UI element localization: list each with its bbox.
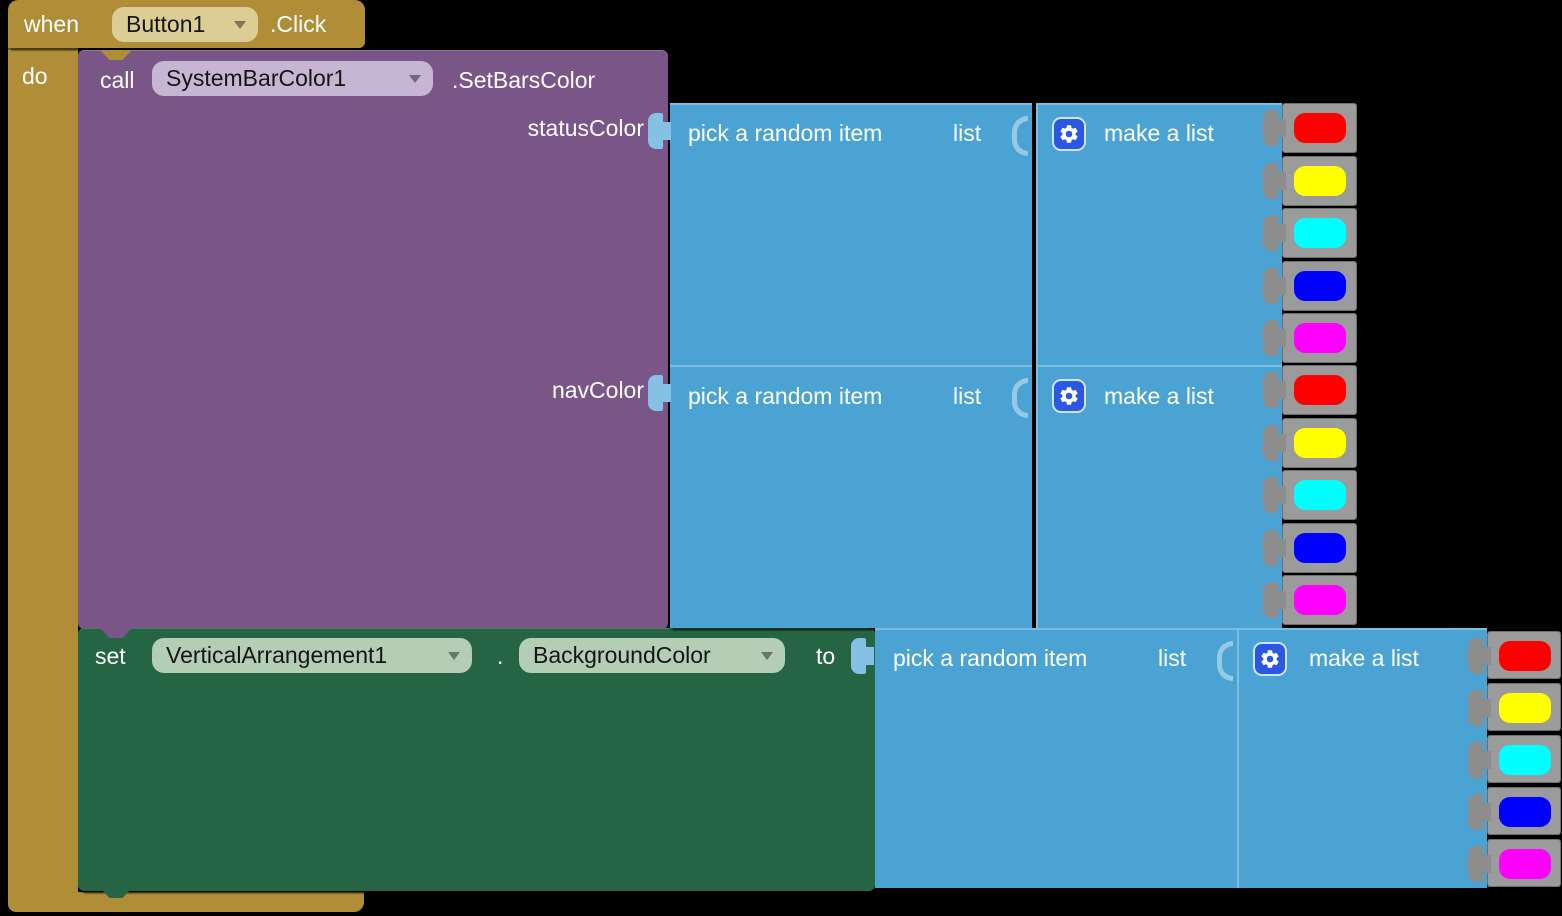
- list-socket-label: list: [953, 120, 982, 146]
- gear-icon[interactable]: [1052, 117, 1086, 151]
- color-block[interactable]: [1263, 365, 1357, 415]
- pick-label: pick a random item: [893, 645, 1088, 671]
- component-dropdown-systembarcolor1[interactable]: SystemBarColor1: [152, 61, 433, 96]
- component-dropdown-button1[interactable]: Button1: [112, 7, 258, 42]
- make-list-label: make a list: [1309, 645, 1419, 671]
- puzzle-tab: [1468, 690, 1491, 726]
- param-label-statuscolor: statusColor: [527, 115, 644, 141]
- dropdown-value: Button1: [126, 11, 206, 37]
- puzzle-tab: [851, 638, 874, 674]
- color-block[interactable]: [1263, 522, 1357, 573]
- do-label: do: [22, 63, 48, 89]
- pick-random-item-block[interactable]: pick a random item list: [670, 365, 1032, 628]
- puzzle-tab: [1263, 320, 1286, 356]
- color-swatch: [1499, 745, 1551, 775]
- component-dropdown-verticalarrangement1[interactable]: VerticalArrangement1: [152, 638, 472, 673]
- when-button-click-block[interactable]: when Button1 .Click: [8, 0, 365, 48]
- puzzle-tab: [1468, 794, 1491, 830]
- color-block[interactable]: [1263, 155, 1357, 206]
- chevron-down-icon: [761, 651, 773, 660]
- color-block[interactable]: [1468, 683, 1561, 731]
- make-a-list-block[interactable]: make a list: [1036, 365, 1282, 628]
- gear-icon[interactable]: [1253, 642, 1287, 676]
- pick-label: pick a random item: [688, 120, 883, 146]
- color-swatch: [1294, 113, 1346, 143]
- puzzle-tab: [1263, 267, 1286, 304]
- dot-separator: .: [497, 643, 504, 669]
- puzzle-tab: [1468, 742, 1491, 778]
- color-swatch: [1499, 849, 1551, 879]
- set-backgroundcolor-block[interactable]: set VerticalArrangement1 . BackgroundCol…: [78, 628, 875, 891]
- puzzle-tab: [648, 113, 671, 149]
- dropdown-value: SystemBarColor1: [166, 65, 347, 91]
- puzzle-tab: [1263, 372, 1286, 408]
- make-list-label: make a list: [1104, 120, 1214, 146]
- color-block[interactable]: [1263, 208, 1357, 258]
- puzzle-tab: [1263, 215, 1286, 251]
- color-swatch: [1294, 480, 1346, 510]
- puzzle-tab: [1468, 846, 1491, 882]
- property-dropdown-backgroundcolor[interactable]: BackgroundColor: [519, 638, 785, 673]
- chevron-down-icon: [234, 20, 246, 29]
- color-swatch: [1294, 585, 1346, 615]
- puzzle-tab: [1263, 162, 1286, 199]
- color-block[interactable]: [1263, 313, 1357, 363]
- chevron-down-icon: [448, 651, 460, 660]
- dropdown-value: BackgroundColor: [533, 642, 711, 668]
- color-block[interactable]: [1263, 417, 1357, 468]
- make-a-list-block[interactable]: make a list: [1036, 103, 1282, 365]
- puzzle-tab: [1263, 424, 1286, 461]
- color-swatch: [1294, 532, 1346, 563]
- color-swatch: [1294, 427, 1346, 458]
- color-swatch: [1294, 270, 1346, 301]
- color-block[interactable]: [1263, 103, 1357, 153]
- puzzle-tab: [648, 375, 671, 411]
- when-block-footer[interactable]: [8, 892, 364, 912]
- puzzle-tab: [1263, 110, 1286, 146]
- gear-icon[interactable]: [1052, 379, 1086, 413]
- when-keyword: when: [24, 11, 79, 37]
- color-swatch: [1499, 641, 1551, 671]
- color-block[interactable]: [1468, 735, 1561, 783]
- set-keyword: set: [95, 643, 126, 669]
- color-block[interactable]: [1263, 470, 1357, 520]
- color-swatch: [1499, 693, 1551, 723]
- list-socket-label: list: [1158, 645, 1187, 671]
- connector-notch: [100, 50, 132, 60]
- puzzle-tab: [1468, 638, 1491, 674]
- color-swatch: [1294, 323, 1346, 353]
- when-block-do-section[interactable]: do: [8, 48, 78, 892]
- color-block[interactable]: [1263, 260, 1357, 311]
- empty-socket: [1012, 116, 1028, 156]
- puzzle-tab: [1263, 477, 1286, 513]
- list-socket-label: list: [953, 383, 982, 409]
- empty-socket: [1217, 641, 1233, 681]
- empty-socket: [1012, 378, 1028, 418]
- call-setbarscolor-block[interactable]: call SystemBarColor1 .SetBarsColor statu…: [78, 50, 668, 629]
- pick-label: pick a random item: [688, 383, 883, 409]
- color-block[interactable]: [1468, 631, 1561, 679]
- make-list-label: make a list: [1104, 383, 1214, 409]
- chevron-down-icon: [409, 74, 421, 83]
- param-label-navcolor: navColor: [551, 377, 644, 403]
- color-swatch: [1294, 165, 1346, 196]
- color-swatch: [1294, 218, 1346, 248]
- color-block[interactable]: [1468, 787, 1561, 835]
- color-block[interactable]: [1263, 575, 1357, 625]
- color-swatch: [1294, 375, 1346, 405]
- make-a-list-block[interactable]: make a list: [1237, 628, 1487, 888]
- connector-notch: [100, 628, 132, 638]
- call-keyword: call: [100, 67, 135, 93]
- puzzle-tab: [1263, 582, 1286, 618]
- pick-random-item-block[interactable]: pick a random item list: [670, 103, 1032, 365]
- connector-notch: [100, 888, 132, 898]
- pick-random-item-block[interactable]: pick a random item list: [875, 628, 1237, 888]
- to-label: to: [816, 643, 836, 669]
- dropdown-value: VerticalArrangement1: [166, 642, 388, 668]
- color-block[interactable]: [1468, 839, 1561, 887]
- color-swatch: [1499, 797, 1551, 827]
- puzzle-tab: [1263, 529, 1286, 566]
- event-name: .Click: [270, 11, 327, 37]
- method-name: .SetBarsColor: [452, 67, 596, 93]
